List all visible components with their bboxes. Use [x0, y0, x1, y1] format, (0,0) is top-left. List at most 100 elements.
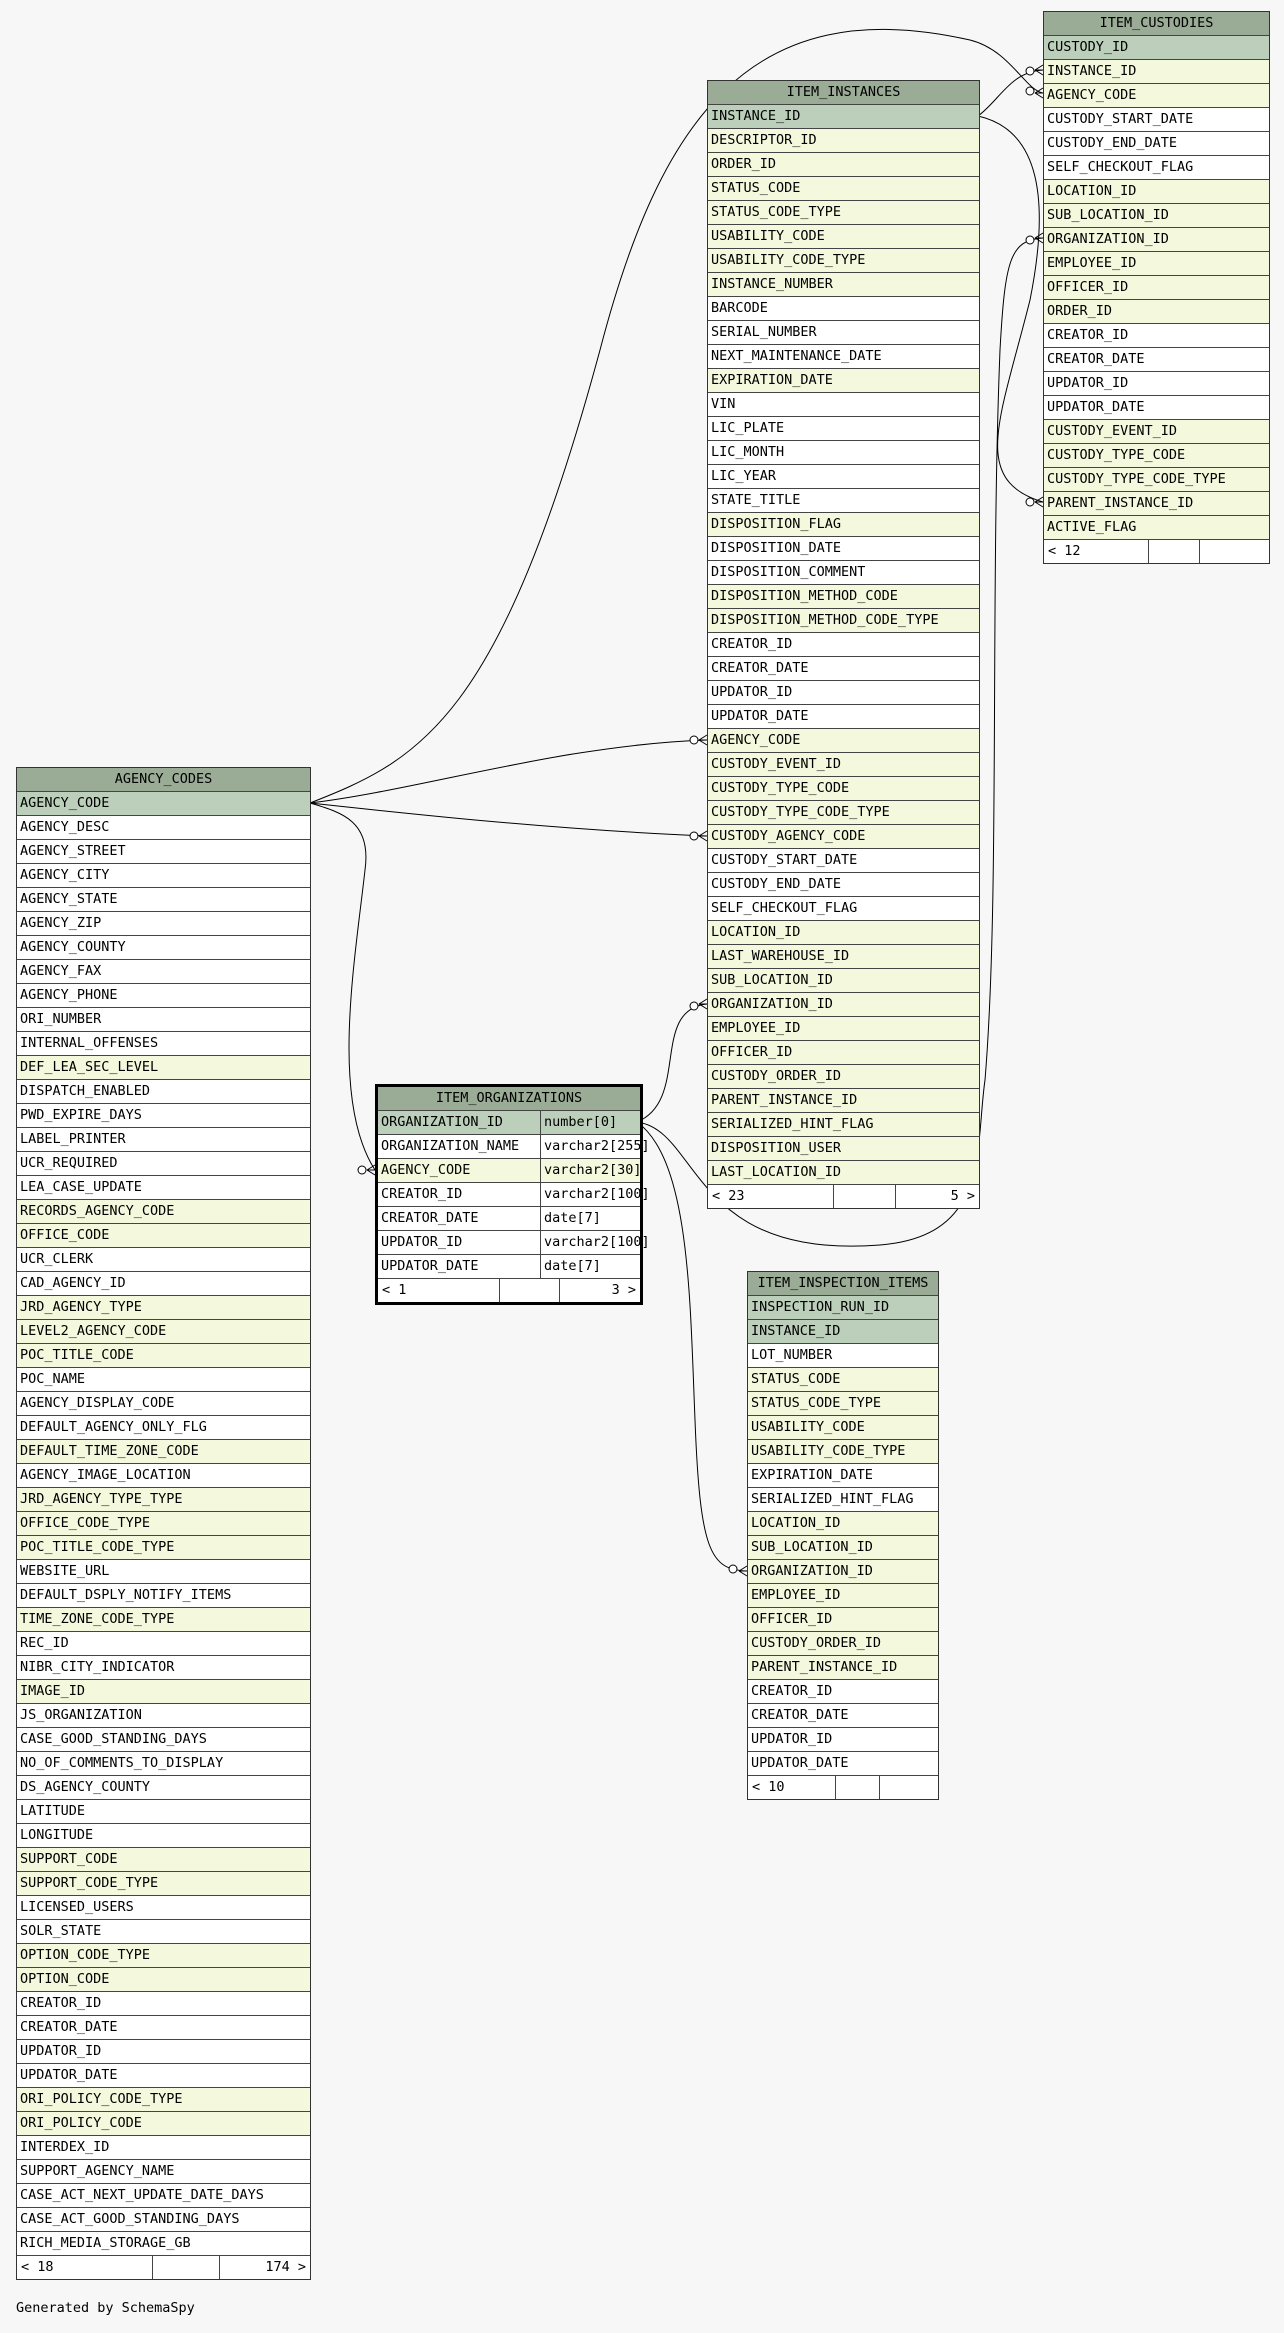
parents-count[interactable]: < 23 — [712, 1188, 745, 1204]
table-row[interactable]: CUSTODY_EVENT_ID — [1044, 420, 1269, 444]
table-row[interactable]: PARENT_INSTANCE_ID — [708, 1089, 979, 1113]
table-row[interactable]: CAD_AGENCY_ID — [17, 1272, 310, 1296]
table-row[interactable]: CREATOR_DATE — [708, 657, 979, 681]
table-row[interactable]: STATUS_CODE_TYPE — [748, 1392, 938, 1416]
table-row[interactable]: PARENT_INSTANCE_ID — [1044, 492, 1269, 516]
table-row[interactable]: OFFICE_CODE_TYPE — [17, 1512, 310, 1536]
table-row[interactable]: INTERDEX_ID — [17, 2136, 310, 2160]
table-row[interactable]: ORGANIZATION_ID — [748, 1560, 938, 1584]
table-row[interactable]: SUB_LOCATION_ID — [1044, 204, 1269, 228]
parents-count[interactable]: < 12 — [1048, 543, 1081, 559]
table-row[interactable]: TIME_ZONE_CODE_TYPE — [17, 1608, 310, 1632]
table-row[interactable]: UPDATOR_DATE — [17, 2064, 310, 2088]
table-header[interactable]: AGENCY_CODES — [17, 768, 310, 792]
table-row[interactable]: SUPPORT_AGENCY_NAME — [17, 2160, 310, 2184]
table-row[interactable]: DISPOSITION_COMMENT — [708, 561, 979, 585]
table-row[interactable]: AGENCY_IMAGE_LOCATION — [17, 1464, 310, 1488]
table-row[interactable]: CUSTODY_TYPE_CODE_TYPE — [1044, 468, 1269, 492]
table-row[interactable]: JS_ORGANIZATION — [17, 1704, 310, 1728]
table-row[interactable]: EMPLOYEE_ID — [708, 1017, 979, 1041]
table-row[interactable]: ORI_NUMBER — [17, 1008, 310, 1032]
table-row[interactable]: AGENCY_CODE — [708, 729, 979, 753]
table-row[interactable]: LIC_MONTH — [708, 441, 979, 465]
table-row[interactable]: RECORDS_AGENCY_CODE — [17, 1200, 310, 1224]
table-row[interactable]: AGENCY_COUNTY — [17, 936, 310, 960]
table-row[interactable]: INSTANCE_ID — [708, 105, 979, 129]
table-row[interactable]: LOT_NUMBER — [748, 1344, 938, 1368]
table-row[interactable]: SELF_CHECKOUT_FLAG — [708, 897, 979, 921]
table-row[interactable]: AGENCY_PHONE — [17, 984, 310, 1008]
table-row[interactable]: CUSTODY_EVENT_ID — [708, 753, 979, 777]
table-row[interactable]: SOLR_STATE — [17, 1920, 310, 1944]
table-row[interactable]: BARCODE — [708, 297, 979, 321]
table-row[interactable]: DEFAULT_DSPLY_NOTIFY_ITEMS — [17, 1584, 310, 1608]
table-row[interactable]: DISPOSITION_FLAG — [708, 513, 979, 537]
table-row[interactable]: USABILITY_CODE — [708, 225, 979, 249]
table-row[interactable]: STATUS_CODE — [748, 1368, 938, 1392]
table-row[interactable]: OFFICER_ID — [748, 1608, 938, 1632]
table-row[interactable]: CASE_ACT_NEXT_UPDATE_DATE_DAYS — [17, 2184, 310, 2208]
children-count[interactable] — [1199, 540, 1269, 563]
table-row[interactable]: PWD_EXPIRE_DAYS — [17, 1104, 310, 1128]
table-row[interactable]: EMPLOYEE_ID — [1044, 252, 1269, 276]
table-row[interactable]: DISPOSITION_METHOD_CODE_TYPE — [708, 609, 979, 633]
table-row[interactable]: IMAGE_ID — [17, 1680, 310, 1704]
table-row[interactable]: CUSTODY_START_DATE — [1044, 108, 1269, 132]
table-row[interactable]: CUSTODY_ORDER_ID — [708, 1065, 979, 1089]
table-row[interactable]: CUSTODY_START_DATE — [708, 849, 979, 873]
table-row[interactable]: OFFICER_ID — [708, 1041, 979, 1065]
table-row[interactable]: VIN — [708, 393, 979, 417]
table-row[interactable]: USABILITY_CODE_TYPE — [748, 1440, 938, 1464]
table-row[interactable]: CREATOR_ID — [748, 1680, 938, 1704]
table-row[interactable]: CUSTODY_TYPE_CODE_TYPE — [708, 801, 979, 825]
table-row[interactable]: DISPOSITION_METHOD_CODE — [708, 585, 979, 609]
table-row[interactable]: OPTION_CODE_TYPE — [17, 1944, 310, 1968]
table-row[interactable]: JRD_AGENCY_TYPE — [17, 1296, 310, 1320]
table-row[interactable]: REC_ID — [17, 1632, 310, 1656]
table-row[interactable]: SERIALIZED_HINT_FLAG — [748, 1488, 938, 1512]
table-header[interactable]: ITEM_CUSTODIES — [1044, 12, 1269, 36]
table-row[interactable]: UPDATOR_DATE — [748, 1752, 938, 1776]
table-row[interactable]: EXPIRATION_DATE — [708, 369, 979, 393]
table-header[interactable]: ITEM_ORGANIZATIONS — [378, 1087, 640, 1111]
children-count[interactable]: 174 > — [219, 2256, 310, 2279]
table-row[interactable]: LATITUDE — [17, 1800, 310, 1824]
table-row[interactable]: UPDATOR_ID — [1044, 372, 1269, 396]
table-row[interactable]: NIBR_CITY_INDICATOR — [17, 1656, 310, 1680]
table-row[interactable]: POC_NAME — [17, 1368, 310, 1392]
table-row[interactable]: STATE_TITLE — [708, 489, 979, 513]
table-row[interactable]: POC_TITLE_CODE — [17, 1344, 310, 1368]
table-row[interactable]: CUSTODY_END_DATE — [708, 873, 979, 897]
table-row[interactable]: OPTION_CODE — [17, 1968, 310, 1992]
table-row[interactable]: DS_AGENCY_COUNTY — [17, 1776, 310, 1800]
table-row[interactable]: LABEL_PRINTER — [17, 1128, 310, 1152]
table-row[interactable]: USABILITY_CODE_TYPE — [708, 249, 979, 273]
table-row[interactable]: STATUS_CODE_TYPE — [708, 201, 979, 225]
table-row[interactable]: SERIAL_NUMBER — [708, 321, 979, 345]
table-row[interactable]: LEVEL2_AGENCY_CODE — [17, 1320, 310, 1344]
table-row[interactable]: LIC_PLATE — [708, 417, 979, 441]
table-row[interactable]: CASE_GOOD_STANDING_DAYS — [17, 1728, 310, 1752]
table-row[interactable]: CUSTODY_ID — [1044, 36, 1269, 60]
children-count[interactable]: 3 > — [558, 1279, 640, 1302]
table-row[interactable]: INTERNAL_OFFENSES — [17, 1032, 310, 1056]
table-row[interactable]: CREATOR_DATE — [17, 2016, 310, 2040]
table-row[interactable]: DISPATCH_ENABLED — [17, 1080, 310, 1104]
table-row[interactable]: UPDATOR_DATE — [1044, 396, 1269, 420]
table-row[interactable]: LOCATION_ID — [708, 921, 979, 945]
table-row[interactable]: UPDATOR_ID — [17, 2040, 310, 2064]
table-header[interactable]: ITEM_INSTANCES — [708, 81, 979, 105]
table-row[interactable]: CREATOR_ID — [17, 1992, 310, 2016]
table-row[interactable]: LONGITUDE — [17, 1824, 310, 1848]
table-row[interactable]: CREATOR_DATE — [1044, 348, 1269, 372]
table-row[interactable]: DISPOSITION_USER — [708, 1137, 979, 1161]
table-row[interactable]: AGENCY_CODE — [1044, 84, 1269, 108]
table-row[interactable]: DEFAULT_AGENCY_ONLY_FLG — [17, 1416, 310, 1440]
table-row[interactable]: STATUS_CODE — [708, 177, 979, 201]
table-row[interactable]: ORI_POLICY_CODE_TYPE — [17, 2088, 310, 2112]
